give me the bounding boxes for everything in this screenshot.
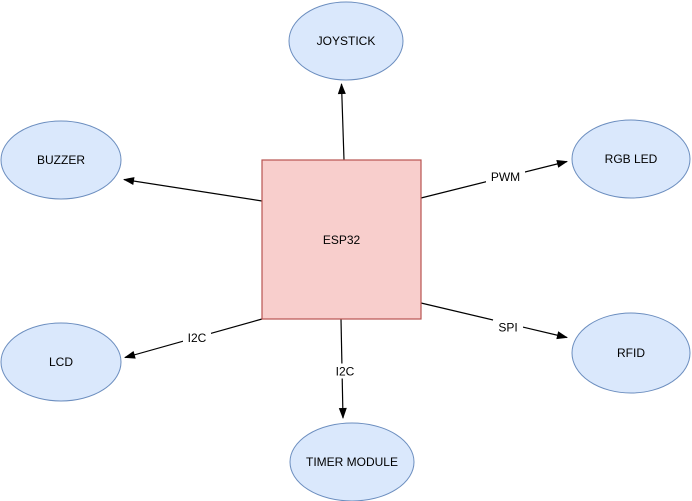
rgb-led-label: RGB LED: [605, 152, 658, 166]
node-rfid: RFID: [571, 312, 691, 394]
rfid-ellipse: [571, 312, 691, 394]
timer-module-ellipse: [289, 422, 415, 501]
joystick-ellipse: [288, 1, 404, 81]
edge-label-bg-spi: [493, 319, 523, 335]
node-rgb-led: RGB LED: [571, 119, 691, 199]
node-esp32: ESP32: [261, 159, 422, 320]
node-joystick: JOYSTICK: [288, 1, 404, 81]
timer-module-label: TIMER MODULE: [306, 455, 398, 469]
joystick-label: JOYSTICK: [317, 34, 376, 48]
node-lcd: LCD: [0, 322, 122, 402]
esp32-box: [261, 159, 422, 320]
buzzer-ellipse: [0, 120, 122, 200]
node-buzzer: BUZZER: [0, 120, 122, 200]
edge-label-pwm: PWM: [491, 170, 520, 184]
edge-esp32-joystick: [337, 83, 346, 161]
esp32-label: ESP32: [323, 233, 361, 247]
edge-esp32-buzzer: [123, 177, 263, 202]
rfid-label: RFID: [617, 346, 645, 360]
edge-line-joystick: [337, 83, 346, 161]
edge-esp32-rgb-led: PWM: [420, 160, 568, 199]
edge-label-bg-pwm: [486, 169, 525, 184]
edge-esp32-timer-module: I2C: [331, 318, 359, 419]
lcd-ellipse: [0, 322, 122, 402]
rgb-led-ellipse: [571, 119, 691, 199]
edge-esp32-rfid: SPI: [420, 302, 568, 340]
edge-esp32-lcd: I2C: [124, 318, 263, 359]
edge-label-bg-i2c-timer: [331, 363, 359, 379]
node-timer-module: TIMER MODULE: [289, 422, 415, 501]
edge-label-spi: SPI: [498, 321, 517, 335]
edge-label-bg-i2c-lcd: [183, 330, 211, 345]
edge-label-i2c-timer: I2C: [336, 365, 355, 379]
edge-line-buzzer: [123, 177, 263, 202]
lcd-label: LCD: [49, 355, 73, 369]
edge-label-i2c-lcd: I2C: [188, 331, 207, 345]
buzzer-label: BUZZER: [37, 153, 85, 167]
